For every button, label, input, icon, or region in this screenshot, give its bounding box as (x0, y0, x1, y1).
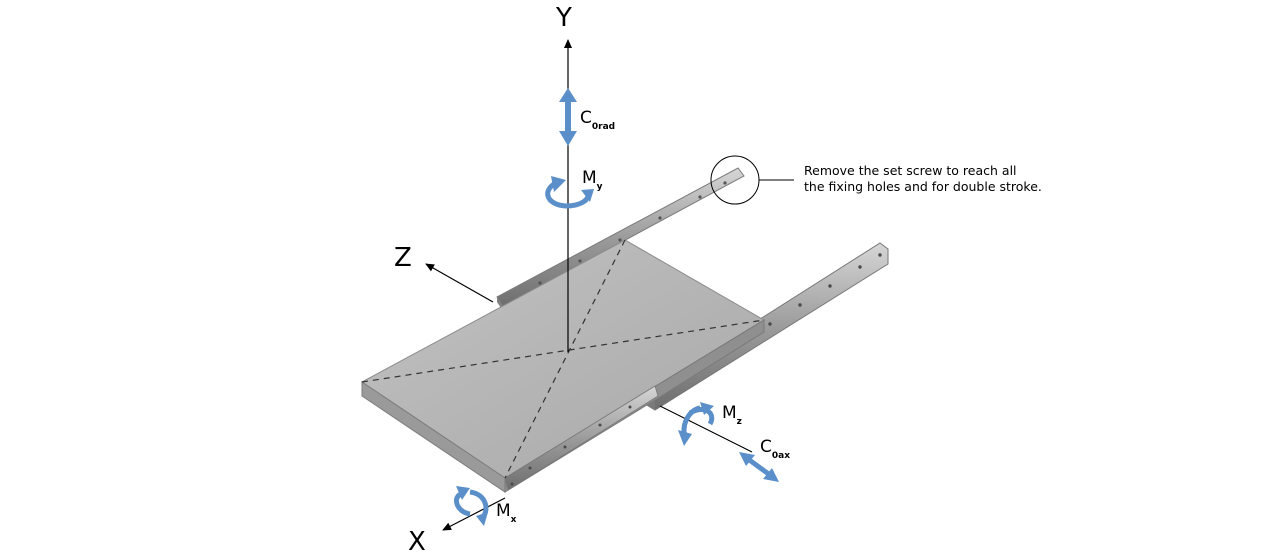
c0ax-arrow (739, 452, 779, 482)
z-axis (425, 263, 494, 303)
mz-rotation-arrow (678, 402, 715, 446)
back-rail (496, 167, 745, 311)
z-axis-label: Z (394, 243, 412, 273)
callout-line-1: Remove the set screw to reach all (804, 163, 1017, 178)
detail-circle (710, 155, 794, 205)
c0ax-label: C0ax (760, 437, 790, 461)
x-axis (442, 497, 506, 531)
mx-label: Mx (496, 501, 517, 525)
callout-line-2: the fixing holes and for double stroke. (804, 179, 1042, 194)
c0rad-label: C0rad (580, 108, 615, 132)
c0rad-arrow (559, 88, 577, 146)
mx-rotation-arrow (453, 486, 489, 526)
mz-axis-line (659, 405, 753, 453)
my-rotation-arrow (545, 176, 594, 209)
my-label: My (582, 168, 603, 192)
y-axis-label: Y (555, 3, 572, 33)
load-plate (361, 239, 765, 493)
x-axis-label: X (408, 527, 426, 557)
mz-label: Mz (722, 403, 742, 427)
